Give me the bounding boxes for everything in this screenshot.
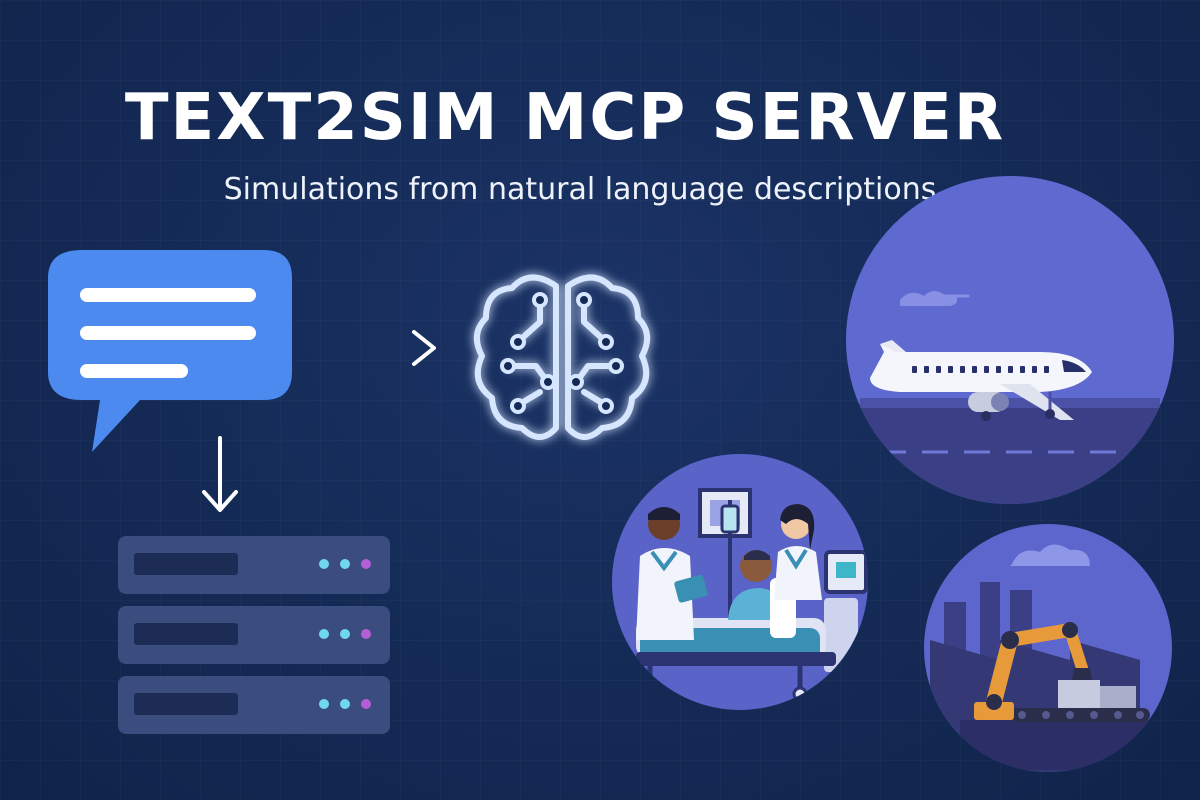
server-rack-icon [118, 536, 390, 734]
server-unit [118, 536, 390, 594]
airplane-simulation-icon [846, 176, 1174, 504]
brain-icon [473, 274, 651, 440]
chat-line-icon [80, 326, 256, 340]
chat-line-icon [80, 364, 188, 378]
page-subtitle: Simulations from natural language descri… [223, 172, 937, 207]
arrow-down-icon [202, 436, 238, 512]
arrow-right-icon [300, 330, 436, 366]
hospital-simulation-icon [612, 454, 868, 710]
chat-bubble-icon [48, 250, 292, 452]
robot-arm-icon [974, 622, 1092, 720]
brain-nodes [500, 292, 624, 414]
page-title: TEXT2SIM MCP SERVER [124, 81, 1006, 155]
chat-line-icon [80, 288, 256, 302]
server-unit [118, 606, 390, 664]
airplane-icon [870, 340, 1092, 421]
factory-robot-simulation-icon [924, 524, 1172, 772]
server-unit [118, 676, 390, 734]
